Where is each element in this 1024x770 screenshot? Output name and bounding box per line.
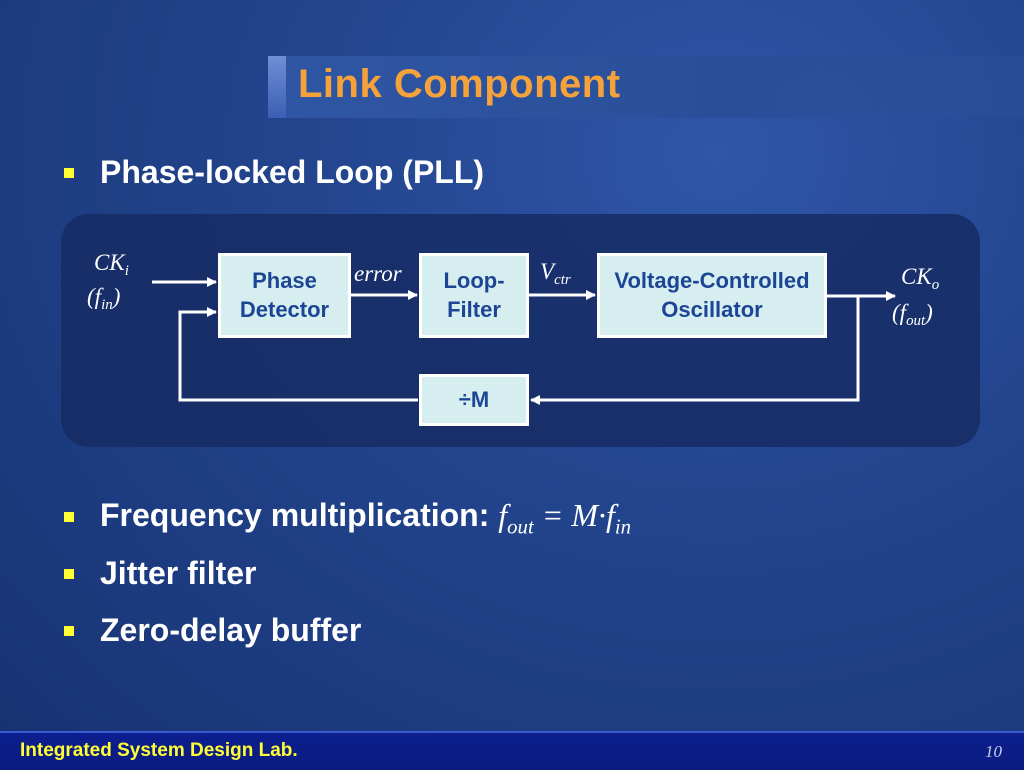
- lab-name: Integrated System Design Lab.: [20, 740, 298, 761]
- bullet-zero-delay-buffer: Zero-delay buffer: [100, 612, 362, 648]
- output-frequency-label: (fout): [892, 300, 933, 330]
- bullet-marker: [64, 168, 74, 178]
- wire-feedback-return: [530, 296, 860, 405]
- title-accent: [268, 56, 286, 118]
- divider-block: ÷M: [419, 374, 529, 426]
- vctr-signal-label: Vctr: [540, 259, 571, 289]
- loop-filter-block: Loop- Filter: [419, 253, 529, 338]
- input-clock-label: CKi: [94, 250, 129, 280]
- page-number: 10: [985, 742, 1002, 761]
- pd-line1: Phase: [252, 267, 317, 293]
- wire-feedback-to-pd: [178, 307, 418, 402]
- bullet-marker: [64, 512, 74, 522]
- input-frequency-label: (fin): [87, 284, 121, 314]
- vco-line2: Oscillator: [661, 296, 763, 322]
- lf-line1: Loop-: [443, 267, 505, 293]
- multiplication-equation: fout = M·fin: [498, 497, 632, 539]
- lf-line2: Filter: [447, 296, 501, 322]
- bullet-frequency-multiplication: Frequency multiplication: fout = M·fin: [100, 497, 632, 539]
- output-clock-label: CKo: [901, 264, 940, 294]
- bullet-jitter-filter: Jitter filter: [100, 555, 257, 591]
- bullet-pll: Phase-locked Loop (PLL): [100, 154, 485, 190]
- error-signal-label: error: [354, 261, 402, 286]
- footer-bar: Integrated System Design Lab. 10: [0, 731, 1024, 770]
- bullet-marker: [64, 569, 74, 579]
- vco-line1: Voltage-Controlled: [614, 267, 810, 293]
- divider-label: ÷M: [458, 386, 490, 412]
- title-bar: [268, 56, 1024, 118]
- slide-title: Link Component: [298, 62, 621, 106]
- bullet-marker: [64, 626, 74, 636]
- pd-line2: Detector: [239, 296, 330, 322]
